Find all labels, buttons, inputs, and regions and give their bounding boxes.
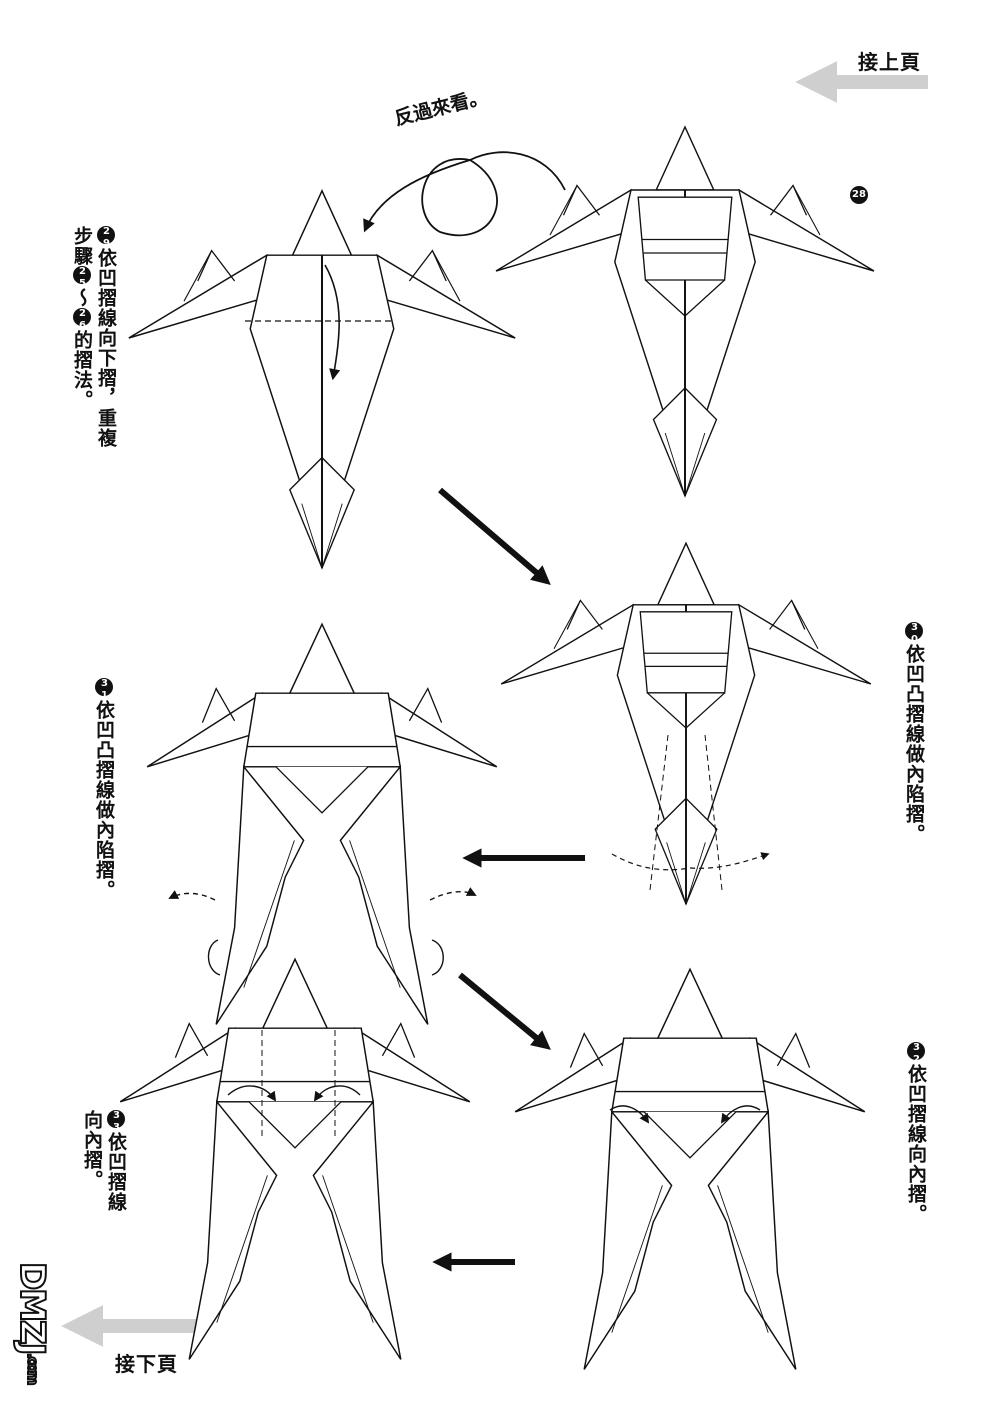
step-28-number: 28 — [850, 186, 868, 204]
step-29-ref-b: 26 — [73, 308, 91, 332]
step-33-instruction: 33依凹摺線向內摺。 — [80, 1110, 128, 1220]
step-28-figure — [496, 127, 874, 496]
step-29-number: 29 — [97, 226, 115, 250]
watermark-suffix: .com — [23, 1352, 41, 1384]
step-29-line2b: 的摺法。 — [71, 330, 93, 410]
step-32-instruction: 32依凹摺線向內摺。 — [904, 1042, 928, 1224]
watermark-logo: DMZJ.com — [11, 1261, 53, 1384]
step-33-figure — [119, 958, 471, 1361]
watermark-text: DMZJ — [11, 1261, 53, 1354]
step-29-figure — [127, 189, 517, 570]
step-32-number: 32 — [907, 1042, 925, 1066]
step-29-ref-a: 25 — [73, 266, 91, 290]
prev-page-label: 接上頁 — [858, 50, 921, 74]
step-30-number: 30 — [905, 622, 923, 646]
step-30-figure — [501, 543, 871, 904]
step-33-number: 33 — [107, 1110, 125, 1134]
step-30-instruction: 30依凹凸摺線做內陷摺。 — [902, 622, 926, 844]
arrow-31-to-32 — [458, 972, 551, 1050]
step-33-text: 依凹摺線向內摺。 — [81, 1110, 127, 1212]
step-32-figure — [514, 968, 866, 1371]
step-31-figure — [146, 623, 498, 1026]
step-29-instruction: 29依凹摺線向下摺，重複步驟25～26的摺法。 — [70, 226, 118, 466]
flip-over-arrow — [363, 151, 566, 237]
arrow-29-to-30 — [438, 487, 551, 585]
step-31-text: 依凹凸摺線做內陷摺。 — [93, 700, 115, 900]
step-32-text: 依凹摺線向內摺。 — [905, 1064, 927, 1224]
step-30-text: 依凹凸摺線做內陷摺。 — [903, 644, 925, 844]
step-29-tilde: ～ — [71, 288, 93, 308]
step-29-line2a: 重複步驟 — [71, 226, 117, 448]
step-29-line1: 依凹摺線向下摺， — [95, 248, 117, 408]
next-page-label: 接下頁 — [115, 1352, 178, 1376]
step-31-number: 31 — [95, 678, 113, 702]
step-31-instruction: 31依凹凸摺線做內陷摺。 — [92, 678, 116, 900]
